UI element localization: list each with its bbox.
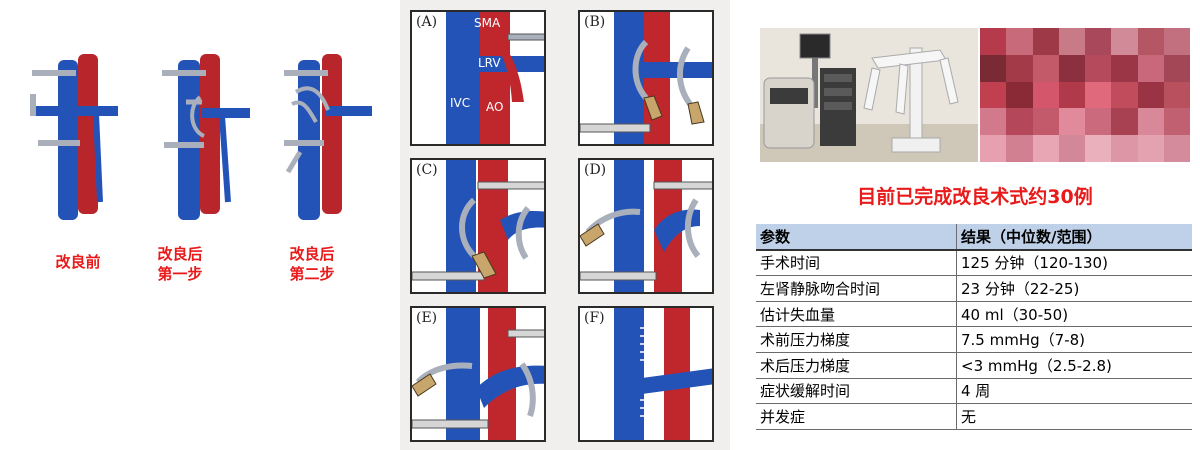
header-result: 结果（中位数/范围）: [956, 224, 1192, 251]
row-result: 125 分钟（120-130): [956, 249, 1192, 277]
vessel-label-lrv: LRV: [478, 56, 501, 70]
row-parameter: 左肾静脉吻合时间: [756, 275, 957, 302]
vessel-label-ao: AO: [486, 100, 504, 114]
schematic-before: [28, 52, 128, 222]
panel-a: (A) SMA LRV IVC AO: [410, 10, 546, 146]
panel-e-label: (E): [416, 310, 438, 326]
row-result: 4 周: [956, 378, 1192, 405]
label-before: 改良前: [55, 253, 101, 271]
robotic-surgery-photo: [760, 28, 978, 162]
header-parameter: 参数: [756, 224, 957, 251]
row-result: <3 mmHg（2.5-2.8): [956, 352, 1192, 379]
vessel-label-ivc: IVC: [450, 96, 471, 110]
row-parameter: 并发症: [756, 403, 957, 430]
panel-c-label: (C): [416, 162, 438, 178]
headline: 目前已完成改良术式约30例: [857, 186, 1093, 208]
row-result: 40 ml（30-50): [956, 301, 1192, 328]
panel-d-label: (D): [584, 162, 607, 178]
label-step2: 改良后 第二步: [289, 245, 335, 283]
vessel-label-sma: SMA: [474, 16, 501, 30]
row-parameter: 术后压力梯度: [756, 352, 957, 379]
table-row: 并发症无: [756, 403, 1192, 430]
panel-b: (B): [578, 10, 714, 146]
panel-c: (C): [410, 158, 546, 294]
row-parameter: 症状缓解时间: [756, 378, 957, 405]
panel-f-label: (F): [584, 310, 605, 326]
row-parameter: 估计失血量: [756, 301, 957, 328]
row-result: 7.5 mmHg（7-8): [956, 326, 1192, 353]
panel-e: (E): [410, 306, 546, 442]
row-parameter: 术前压力梯度: [756, 326, 957, 353]
table-header-row: 参数 结果（中位数/范围）: [756, 224, 1192, 251]
panel-a-label: (A): [416, 14, 438, 30]
blurred-image-mosaic: [980, 28, 1190, 162]
schematic-step1: [162, 52, 262, 222]
row-parameter: 手术时间: [756, 249, 957, 277]
label-step1: 改良后 第一步: [157, 245, 203, 283]
panel-f: (F): [578, 306, 714, 442]
table-row: 术后压力梯度<3 mmHg（2.5-2.8): [756, 352, 1192, 379]
schematic-step2: [282, 52, 382, 222]
row-result: 23 分钟（22-25): [956, 275, 1192, 302]
panel-d: (D): [578, 158, 714, 294]
row-result: 无: [956, 403, 1192, 430]
panel-b-label: (B): [584, 14, 606, 30]
